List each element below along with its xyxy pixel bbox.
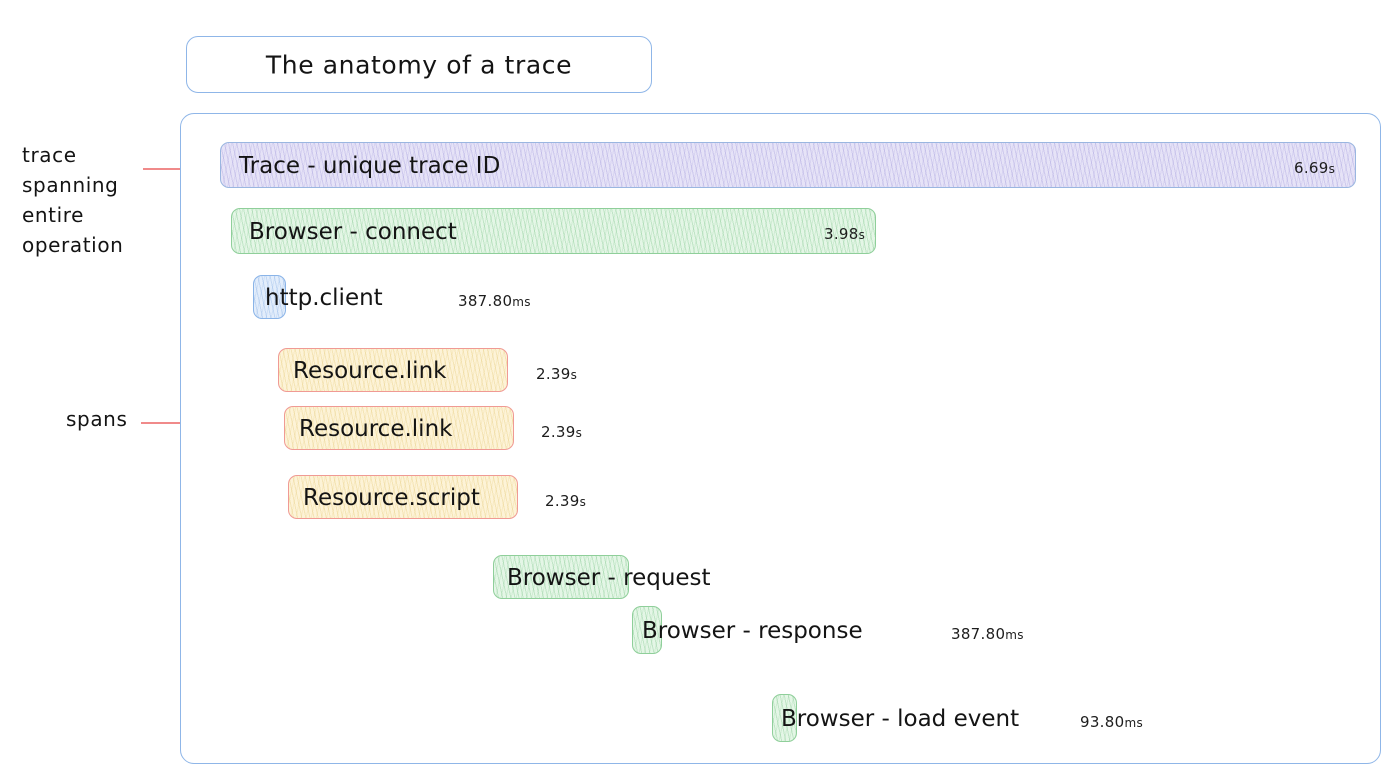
span-duration-resource-link-1: 2.39s — [536, 365, 577, 383]
span-duration-value: 387.80 — [458, 292, 513, 310]
span-bar-resource-link-1[interactable] — [278, 348, 508, 392]
span-label-resource-script: Resource.script — [303, 485, 480, 511]
span-duration-browser-response: 387.80ms — [951, 625, 1024, 643]
span-duration-trace: 6.69s — [1294, 159, 1335, 177]
span-label-resource-link-1: Resource.link — [293, 358, 447, 384]
span-duration-unit: s — [579, 495, 587, 509]
trace-waterfall-container: Trace - unique trace ID 6.69s Browser - … — [180, 113, 1381, 764]
span-bar-resource-script[interactable] — [288, 475, 518, 519]
spans-annotation-leader-line — [141, 422, 217, 424]
span-bar-browser-request[interactable] — [493, 555, 629, 599]
span-duration-value: 93.80 — [1080, 713, 1125, 731]
span-label-browser-load-event: Browser - load event — [781, 706, 1020, 732]
trace-annotation-leader-line — [143, 168, 205, 170]
span-duration-browser-connect: 3.98s — [824, 225, 865, 243]
span-label-browser-request: Browser - request — [507, 565, 711, 591]
span-duration-http-client: 387.80ms — [458, 292, 531, 310]
span-duration-value: 3.98 — [824, 225, 859, 243]
span-bar-browser-load-event[interactable] — [772, 694, 797, 742]
span-duration-unit: s — [570, 368, 578, 382]
span-bar-resource-link-2[interactable] — [284, 406, 514, 450]
span-duration-resource-link-2: 2.39s — [541, 423, 582, 441]
span-label-browser-connect: Browser - connect — [249, 219, 457, 245]
span-duration-unit: ms — [512, 295, 531, 309]
span-duration-value: 387.80 — [951, 625, 1006, 643]
trace-annotation-label: trace spanning entire operation — [22, 143, 124, 257]
span-label-resource-link-2: Resource.link — [299, 416, 453, 442]
span-duration-value: 6.69 — [1294, 159, 1329, 177]
span-bar-browser-connect[interactable] — [231, 208, 876, 254]
span-duration-unit: s — [858, 228, 866, 242]
span-duration-unit: s — [575, 426, 583, 440]
span-bar-http-client[interactable] — [253, 275, 286, 319]
span-duration-unit: s — [1328, 162, 1336, 176]
page-title: The anatomy of a trace — [265, 50, 573, 79]
span-label-trace: Trace - unique trace ID — [239, 153, 501, 179]
span-duration-resource-script: 2.39s — [545, 492, 586, 510]
span-label-browser-response: Browser - response — [642, 618, 863, 644]
span-bar-trace[interactable] — [220, 142, 1356, 188]
span-duration-unit: ms — [1124, 716, 1143, 730]
span-duration-browser-load-event: 93.80ms — [1080, 713, 1143, 731]
span-duration-value: 2.39 — [545, 492, 580, 510]
title-card: The anatomy of a trace — [186, 36, 652, 93]
span-duration-value: 2.39 — [536, 365, 571, 383]
span-duration-value: 2.39 — [541, 423, 576, 441]
span-bar-browser-response[interactable] — [632, 606, 662, 654]
span-label-http-client: http.client — [265, 285, 383, 311]
span-duration-unit: ms — [1005, 628, 1024, 642]
spans-annotation-label: spans — [66, 407, 128, 431]
